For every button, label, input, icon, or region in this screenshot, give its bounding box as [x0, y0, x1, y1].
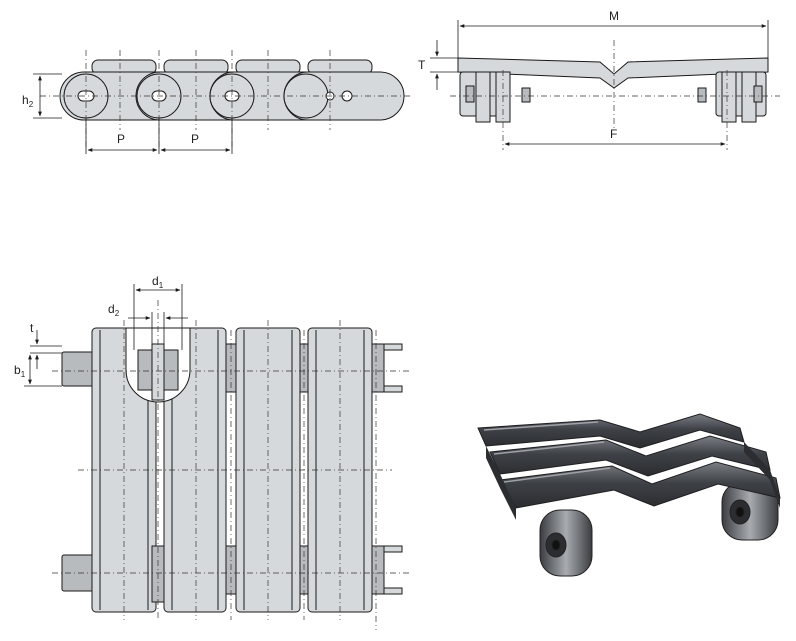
top-view-centerlines [52, 300, 412, 630]
side-view-dimensions [33, 73, 233, 154]
h2-label: h2 [22, 93, 34, 109]
d2-label: d2 [108, 302, 120, 318]
pitch-label-1: P [117, 132, 125, 146]
t-label: t [30, 321, 34, 335]
photo-roller-right [721, 481, 779, 541]
photo-roller-left [539, 509, 593, 577]
top-view-dimensions [24, 284, 188, 387]
b1-label: b1 [14, 363, 26, 379]
roller-spacing-label: F [610, 127, 617, 141]
d1-label: d1 [152, 274, 164, 290]
front-view [457, 57, 769, 123]
product-photo [477, 413, 781, 577]
pitch-label-2: P [191, 132, 199, 146]
plate-thickness-label: T [418, 58, 426, 72]
front-view-centerlines [450, 40, 780, 150]
front-view-dimensions [430, 20, 769, 146]
overall-width-label: M [609, 9, 619, 23]
